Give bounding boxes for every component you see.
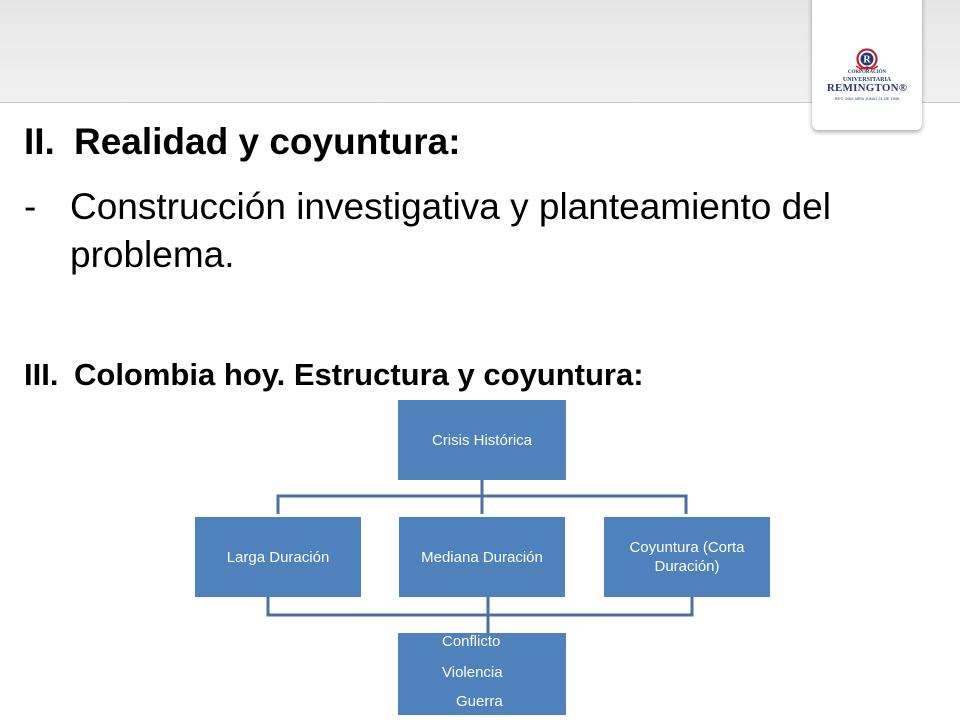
mediana-duracion-label: Mediana Duración [421,548,543,566]
section-3-heading: III. Colombia hoy. Estructura y coyuntura… [24,355,644,395]
logo-line-4: RES. 2661 MEN JUNIO 21 DE 1996 [834,96,900,101]
coyuntura-label: Coyuntura (Corta Duración) [629,539,745,575]
bullet-marker: - [24,186,37,227]
larga-duracion-box: Larga Duración [195,517,361,597]
logo-line-1: CORPORACIÓN [847,70,887,75]
mediana-duracion-box: Mediana Duración [399,517,565,597]
bullet-text: Construcción investigativa y planteamien… [70,186,831,275]
violencia-label: Violencia [442,664,503,681]
section-3-title: Colombia hoy. Estructura y coyuntura: [74,357,644,392]
coyuntura-box: Coyuntura (Corta Duración) [604,517,770,597]
conflicto-violencia-guerra-box: Conflicto Violencia Guerra [398,633,566,715]
section-2-number: II. [24,121,55,162]
university-logo: R CORPORACIÓN UNIVERSITARIA REMINGTON® R… [812,0,922,130]
svg-text:R: R [863,55,871,66]
section-3-number: III. [24,357,59,392]
crisis-historica-box: Crisis Histórica [398,400,566,480]
crisis-historica-label: Crisis Histórica [431,431,532,449]
larga-duracion-label: Larga Duración [226,548,330,566]
section-2-heading: II. Realidad y coyuntura: [24,118,461,166]
emblem-icon: R [855,48,879,70]
guerra-label: Guerra [456,693,503,710]
section-2-title: Realidad y coyuntura: [74,121,461,162]
conflicto-label: Conflicto [442,633,501,650]
logo-line-2: UNIVERSITARIA [842,77,892,83]
header-band [0,0,960,103]
logo-line-3: REMINGTON® [826,82,908,94]
bottom-bracket-line [266,597,694,617]
